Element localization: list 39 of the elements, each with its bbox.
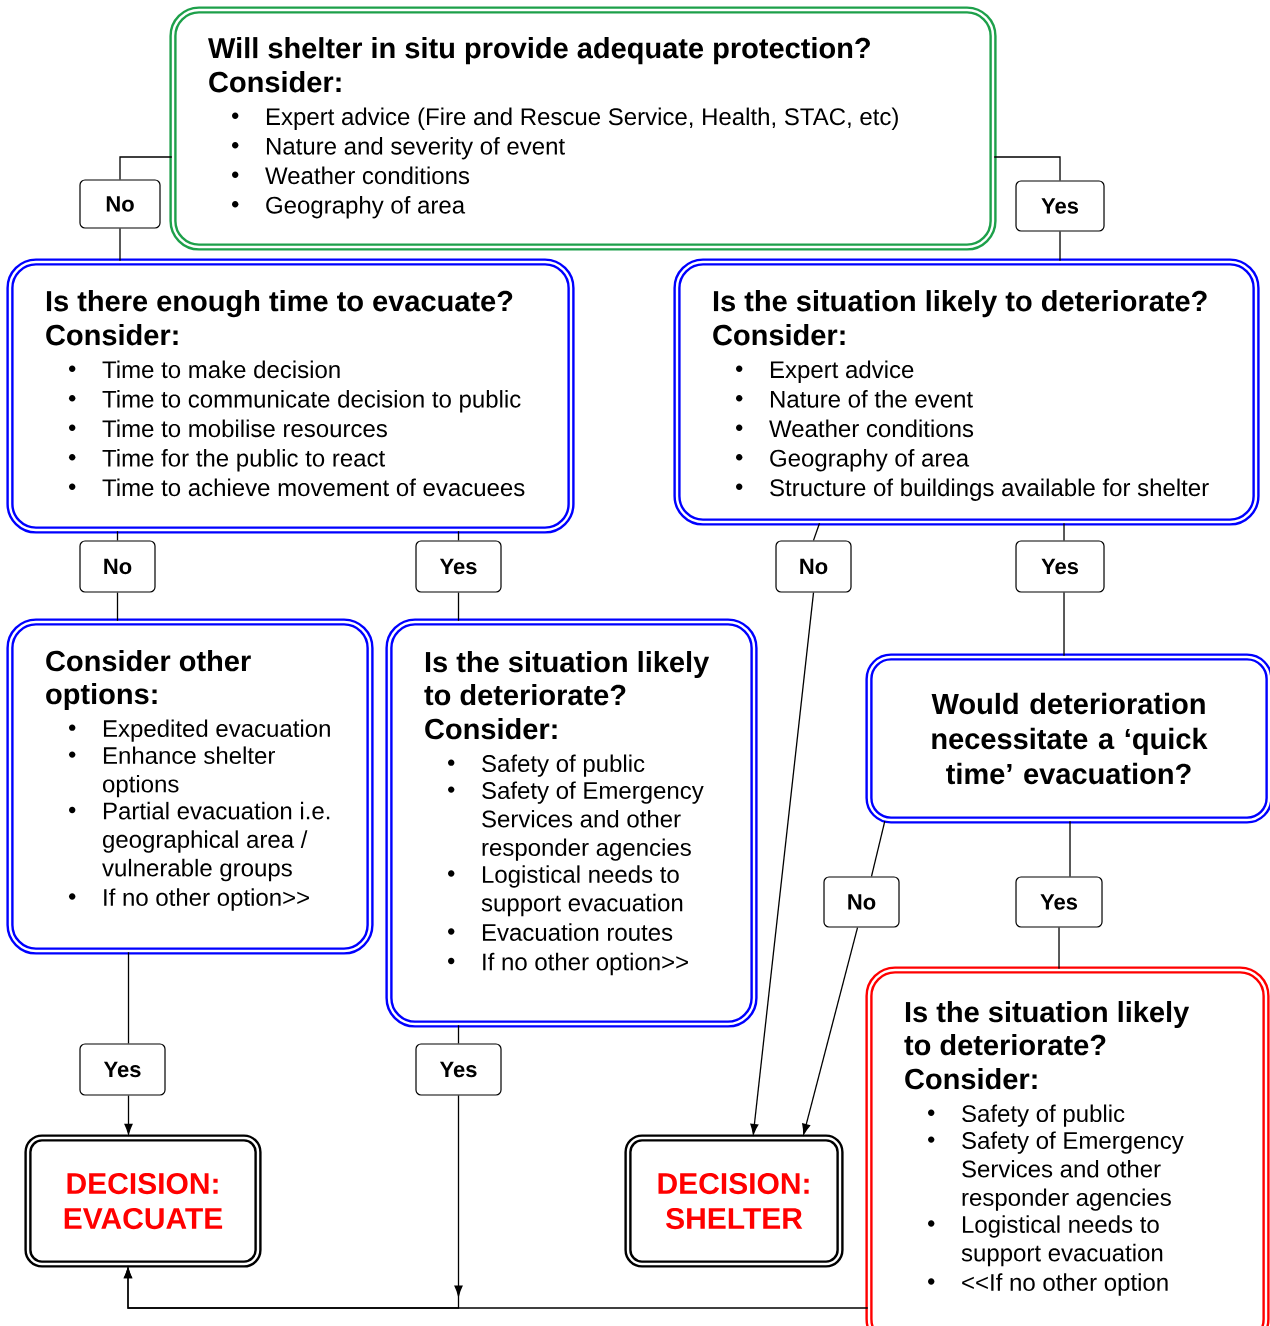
question-box: Is there enough time to evacuate? Consider: Time to make decision Time to communicate decision to public Time to mobilise resources Time for the public to react Time to achieve movement of evacuees [6,258,575,534]
decision-box: DECISION: SHELTER [624,1134,844,1268]
connector-line [1058,926,1060,970]
question-box: Is the situation likely to deteriorate? Consider: Expert advice Nature of the event Weather conditions Geography of area Structure of buildings available for shelter [673,258,1260,526]
arrow [750,591,815,1135]
connector-line [116,530,119,542]
connector-line [119,227,121,262]
connector-line [1069,820,1071,878]
answer-tag: Yes [415,1043,502,1096]
connector-line [127,951,130,1045]
answer-tag: No [79,540,156,593]
connector-line [457,591,460,622]
answer-tag: Yes [1015,540,1105,593]
options-box: Consider other options: Expedited evacuation Enhance shelter options Partial evacuation i.e. geographical area / vulnerable groups If no other option>> [6,618,374,955]
question-box: Would deterioration necessitate a ‘quick time’ evacuation? [865,653,1270,824]
answer-tag: Yes [79,1043,166,1096]
decision-box: DECISION: EVACUATE [24,1134,262,1268]
answer-tag: No [775,540,852,593]
connector-line [1059,230,1061,262]
connector-line [1063,591,1065,657]
arrow [802,926,859,1135]
question-box: Is the situation likely to deteriorate? Consider: Safety of public Safety of Emergency Services and other responder agencies Logistical needs to support evacuation <<If no other option [865,966,1270,1326]
question-box: Will shelter in situ provide adequate protection? Consider: Expert advice (Fire and Rescue Service, Health, STAC, etc) Nature and severity of event Weather conditions Geography of area [169,6,997,251]
connector-line [457,530,460,542]
connector-line [812,522,821,542]
connector-line [457,1024,460,1045]
connector-line [119,156,173,181]
connector-line [870,820,886,878]
connector-line [116,591,119,622]
answer-tag: Yes [1015,180,1105,232]
arrow [123,1267,869,1309]
answer-tag: Yes [1015,876,1103,928]
answer-tag: No [79,179,161,229]
answer-tag: No [823,876,900,928]
connector-line [993,156,1061,182]
question-box: Is the situation likely to deteriorate? Consider: Safety of public Safety of Emergency Services and other responder agencies Logistical needs to support evacuation Evacuation routes If no other option>> [385,618,758,1028]
arrow [124,1094,133,1135]
answer-tag: Yes [415,540,502,593]
connector-line [1063,522,1065,542]
